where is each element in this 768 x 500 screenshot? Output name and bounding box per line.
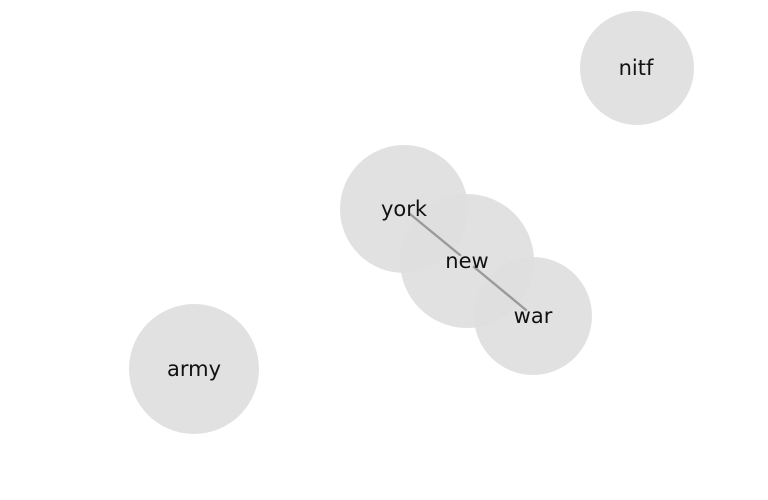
node-label-york: york xyxy=(381,197,428,221)
node-label-war: war xyxy=(514,304,553,328)
node-label-nitf: nitf xyxy=(619,56,654,80)
node-nitf[interactable] xyxy=(580,11,694,125)
labels-layer: nitf york new war army xyxy=(167,56,654,381)
node-circle-army xyxy=(129,304,259,434)
nodes-layer xyxy=(129,11,694,434)
edges-layer xyxy=(408,212,528,312)
node-circle-war xyxy=(474,257,592,375)
node-label-new: new xyxy=(445,249,488,273)
node-army[interactable] xyxy=(129,304,259,434)
edge-new-war xyxy=(472,265,528,312)
edge-york-new xyxy=(408,212,462,257)
node-circle-nitf xyxy=(580,11,694,125)
node-label-army: army xyxy=(167,357,221,381)
node-war[interactable] xyxy=(474,257,592,375)
